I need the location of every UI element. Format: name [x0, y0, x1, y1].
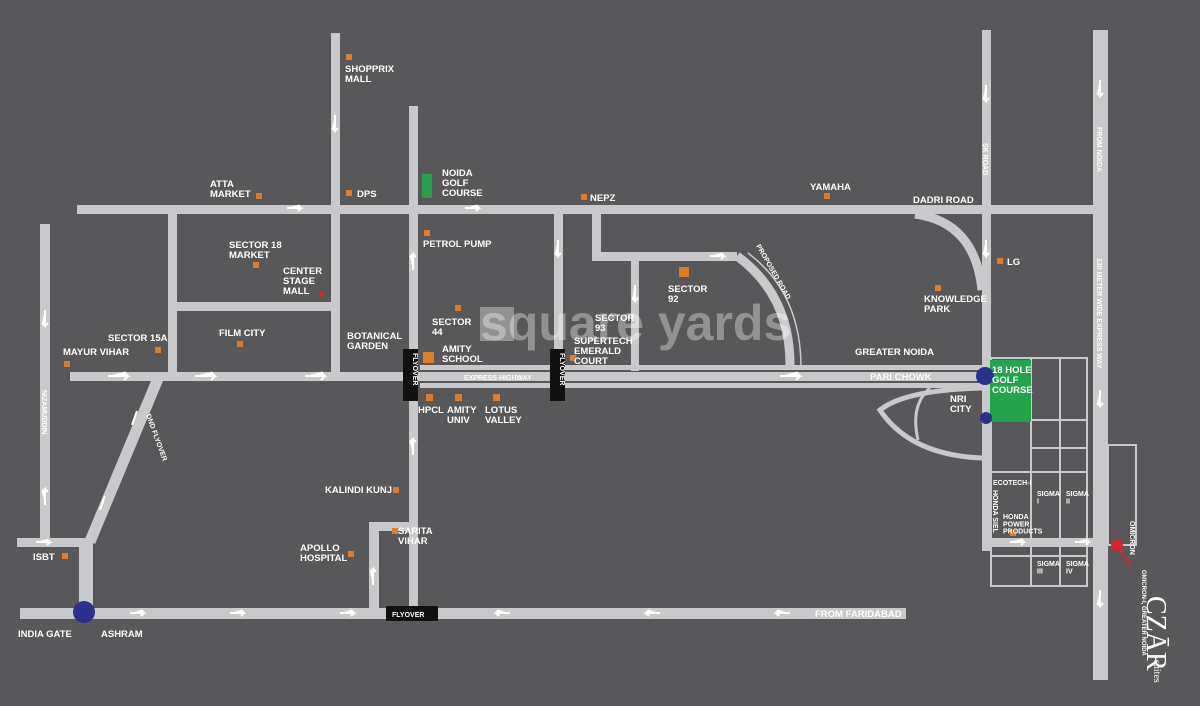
india-gate-junction-marker — [73, 601, 95, 623]
isbt-label: ISBT — [33, 552, 55, 563]
flyover-badge-1: FLYOVER — [403, 349, 418, 401]
film-city-label: FILM CITY — [219, 328, 266, 339]
flyover-badge-3: FLYOVER — [386, 606, 438, 621]
czar-suites-logo: OMICRON-I, GREATER NOIDA CZĀR suites — [1140, 570, 1171, 683]
sector-15a-label: SECTOR 15A — [108, 333, 168, 344]
watermark: square yards — [480, 295, 791, 351]
brand-tagline: suites — [1151, 660, 1162, 683]
kalindi-kunj-label: KALINDI KUNJ — [325, 485, 392, 496]
dadri-road-label: DADRI ROAD — [913, 195, 974, 206]
from-noida-label: FROM NOIDA — [1095, 127, 1102, 172]
express-highway-label: EXPRESS HIGHWAY — [464, 375, 532, 382]
from-faridabad-label: FROM FARIDABAD — [815, 609, 902, 620]
greater-noida-label: GREATER NOIDA — [855, 347, 934, 358]
road-network — [17, 30, 1137, 680]
nizamuddin-label: NIZAMUDDIN — [40, 390, 47, 434]
dps-label: DPS — [357, 189, 377, 200]
expressway-130m-label: 130 METER WIDE EXPRESS WAY — [1095, 258, 1102, 369]
svg-text:FLYOVER: FLYOVER — [392, 612, 424, 619]
traffic-arrows — [36, 80, 1104, 617]
ashram-label: ASHRAM — [101, 629, 143, 640]
brand-name: CZĀR — [1140, 596, 1171, 671]
flyover-badge-2: FLYOVER — [550, 349, 565, 401]
petrol-pump-label: PETROL PUMP — [423, 239, 492, 250]
lg-label: LG — [1007, 257, 1020, 268]
project-location-pin — [1111, 539, 1132, 567]
svg-text:FLYOVER: FLYOVER — [558, 353, 565, 385]
hpcl-label: HPCL — [418, 405, 444, 416]
brand-location: OMICRON-I, GREATER NOIDA — [1140, 570, 1146, 657]
sk-road-label: SK ROAD — [981, 143, 988, 175]
watermark-logo — [480, 307, 514, 341]
dnd-flyover-label: DND FLYOVER — [144, 413, 168, 462]
noida-golf-marker — [422, 174, 432, 198]
ecotech-label: ECOTECH-I — [993, 480, 1032, 487]
mayur-vihar-label: MAYUR VIHAR — [63, 347, 129, 358]
golf-18-hole-area — [990, 360, 1031, 422]
omicron-label: OMICRON — [1128, 521, 1135, 555]
nri-city-junction-marker — [980, 412, 992, 424]
nepz-label: NEPZ — [590, 193, 616, 204]
pari-chowk-label: PARI CHOWK — [870, 372, 932, 383]
pari-chowk-junction-marker — [976, 367, 994, 385]
india-gate-label: INDIA GATE — [18, 629, 72, 640]
poi-markers — [62, 54, 1016, 559]
svg-text:FLYOVER: FLYOVER — [411, 353, 418, 385]
yamaha-label: YAMAHA — [810, 182, 851, 193]
honda-siel-label: HONDA SIEL — [991, 490, 998, 534]
